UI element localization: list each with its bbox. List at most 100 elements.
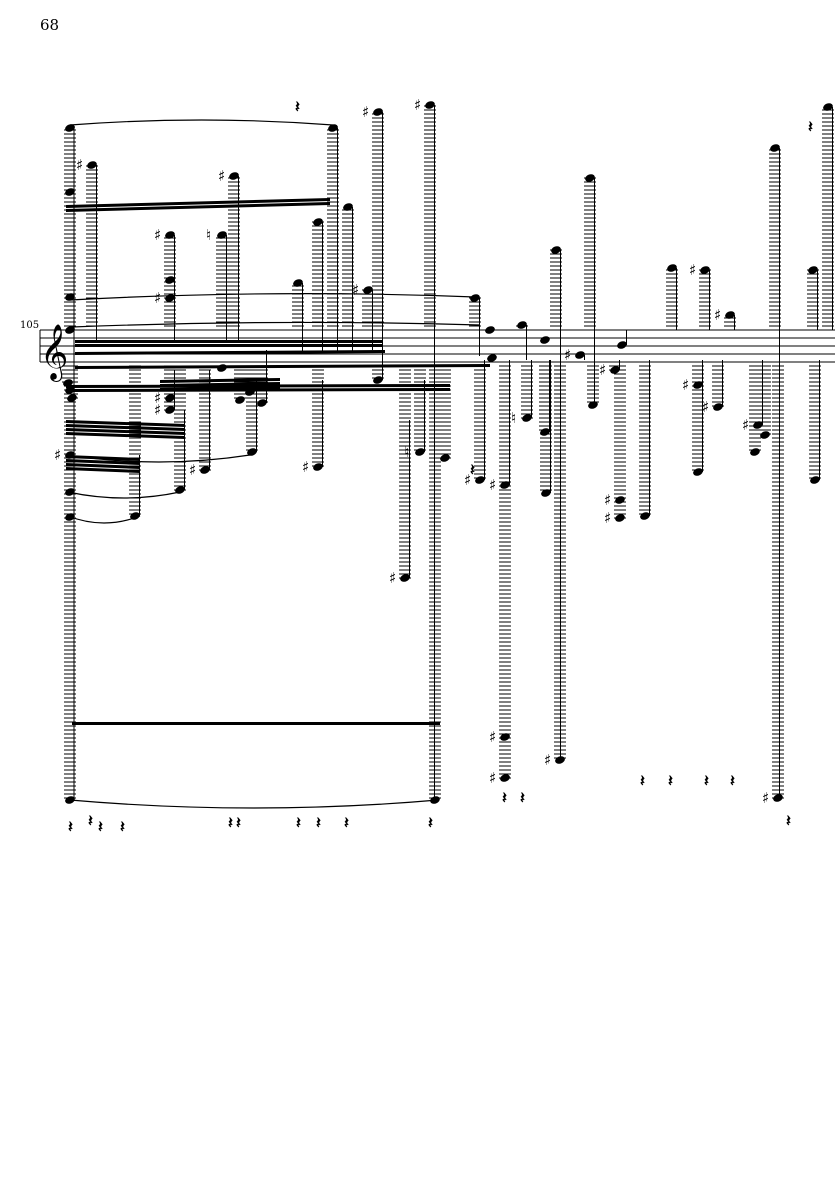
sharp-icon: ♯ bbox=[599, 361, 606, 379]
notehead bbox=[65, 451, 75, 459]
sharp-icon: ♯ bbox=[76, 156, 83, 174]
sharp-icon: ♯ bbox=[489, 476, 496, 494]
notehead bbox=[235, 396, 245, 404]
sharp-icon: ♯ bbox=[302, 458, 309, 476]
notehead bbox=[425, 101, 435, 109]
sharp-icon: ♯ bbox=[189, 461, 196, 479]
notehead bbox=[65, 796, 75, 804]
notehead bbox=[615, 514, 625, 522]
slur bbox=[69, 293, 476, 301]
slurs bbox=[67, 119, 481, 809]
sharp-icon: ♯ bbox=[682, 376, 689, 394]
notehead bbox=[65, 488, 75, 496]
ledger-lines bbox=[62, 105, 834, 799]
notehead bbox=[65, 188, 75, 196]
sharp-icon: ♯ bbox=[489, 769, 496, 787]
quarter-rest-icon: 𝄽 bbox=[640, 771, 645, 790]
notehead bbox=[165, 231, 175, 239]
notehead bbox=[588, 401, 598, 409]
notehead bbox=[200, 466, 210, 474]
notehead bbox=[65, 326, 75, 334]
notehead bbox=[67, 394, 77, 402]
quarter-rest-icon: 𝄽 bbox=[316, 813, 321, 832]
notehead bbox=[363, 286, 373, 294]
notehead bbox=[810, 476, 820, 484]
slur bbox=[69, 799, 439, 809]
beam bbox=[66, 467, 140, 473]
sharp-icon: ♯ bbox=[762, 789, 769, 807]
quarter-rest-icon: 𝄽 bbox=[295, 97, 300, 116]
sharp-icon: ♯ bbox=[352, 281, 359, 299]
notehead bbox=[487, 354, 497, 362]
notehead bbox=[640, 512, 650, 520]
notehead bbox=[247, 448, 257, 456]
quarter-rest-icon: 𝄽 bbox=[786, 811, 791, 830]
notehead bbox=[753, 421, 763, 429]
notehead bbox=[217, 364, 227, 372]
notehead bbox=[229, 172, 239, 180]
quarter-rest-icon: 𝄽 bbox=[808, 117, 813, 136]
beam bbox=[66, 198, 330, 208]
slur bbox=[67, 515, 141, 524]
beam bbox=[160, 386, 280, 391]
stems bbox=[73, 105, 833, 800]
quarter-rest-icon: 𝄽 bbox=[120, 817, 125, 836]
beam bbox=[160, 378, 280, 383]
notehead bbox=[373, 376, 383, 384]
notehead bbox=[475, 476, 485, 484]
notehead bbox=[693, 381, 703, 389]
beam bbox=[72, 722, 440, 725]
sharp-icon: ♯ bbox=[389, 569, 396, 587]
notehead bbox=[165, 394, 175, 402]
slur bbox=[67, 491, 181, 499]
notehead bbox=[770, 144, 780, 152]
beam bbox=[66, 455, 140, 461]
notehead bbox=[343, 203, 353, 211]
beam bbox=[66, 202, 330, 212]
slur bbox=[67, 454, 251, 463]
notehead bbox=[667, 264, 677, 272]
quarter-rest-icon: 𝄽 bbox=[502, 788, 507, 807]
notehead bbox=[541, 489, 551, 497]
notehead bbox=[575, 351, 585, 359]
sharp-icon: ♯ bbox=[154, 289, 161, 307]
notehead bbox=[555, 756, 565, 764]
notehead bbox=[313, 463, 323, 471]
quarter-rest-icon: 𝄽 bbox=[68, 817, 73, 836]
notehead bbox=[540, 336, 550, 344]
notehead bbox=[500, 774, 510, 782]
notehead bbox=[257, 399, 267, 407]
quarter-rest-icon: 𝄽 bbox=[344, 813, 349, 832]
notehead bbox=[63, 379, 73, 387]
quarter-rest-icon: 𝄽 bbox=[520, 788, 525, 807]
notehead bbox=[522, 414, 532, 422]
natural-icon: ♮ bbox=[511, 409, 516, 427]
treble-clef-icon: 𝄞 bbox=[40, 324, 68, 382]
noteheads bbox=[63, 101, 833, 804]
quarter-rest-icon: 𝄽 bbox=[730, 771, 735, 790]
notehead bbox=[823, 103, 833, 111]
quarter-rest-icon: 𝄽 bbox=[236, 813, 241, 832]
notehead bbox=[165, 406, 175, 414]
notehead bbox=[760, 431, 770, 439]
beam bbox=[75, 340, 382, 343]
notehead bbox=[610, 366, 620, 374]
sharp-icon: ♯ bbox=[714, 306, 721, 324]
notehead bbox=[65, 386, 75, 394]
notehead bbox=[217, 231, 227, 239]
notehead bbox=[700, 266, 710, 274]
quarter-rest-icon: 𝄽 bbox=[668, 771, 673, 790]
beam bbox=[66, 424, 185, 431]
notehead bbox=[585, 174, 595, 182]
notehead bbox=[485, 326, 495, 334]
notehead bbox=[373, 108, 383, 116]
notehead bbox=[65, 124, 75, 132]
notehead bbox=[165, 294, 175, 302]
notehead bbox=[65, 513, 75, 521]
beam bbox=[160, 382, 280, 387]
quarter-rest-icon: 𝄽 bbox=[228, 813, 233, 832]
sharp-icon: ♯ bbox=[54, 446, 61, 464]
notehead bbox=[313, 218, 323, 226]
natural-icon: ♮ bbox=[206, 226, 211, 244]
